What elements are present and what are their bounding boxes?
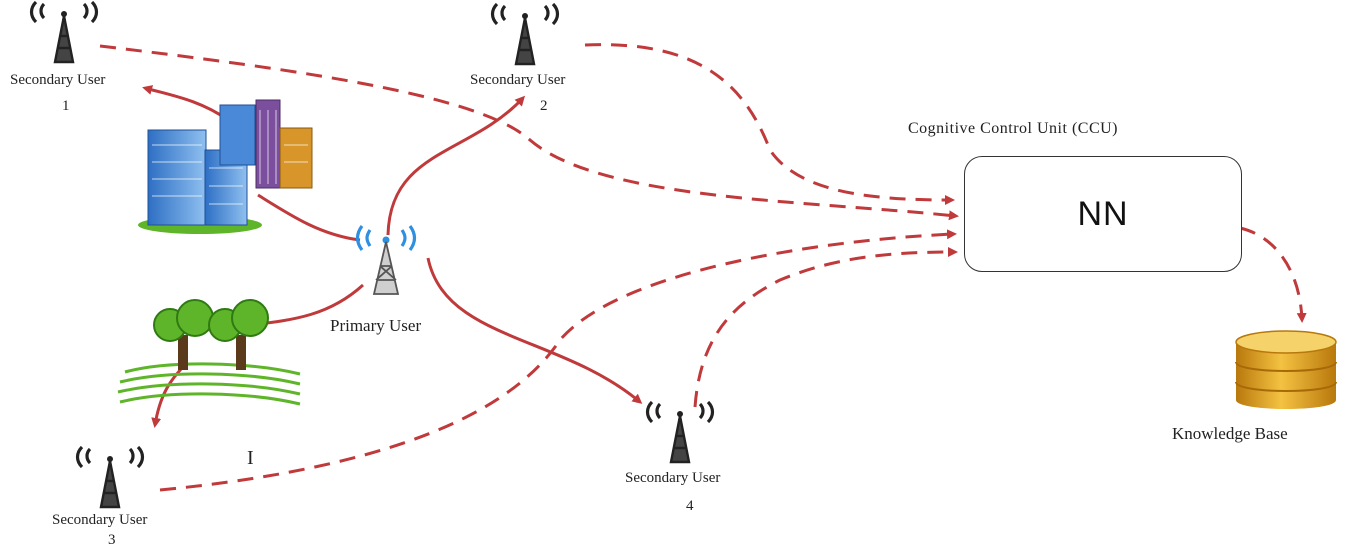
buildings-icon: [138, 99, 313, 234]
primary-tower-icon: [355, 225, 417, 295]
trees-field-icon: [117, 299, 301, 406]
database-icon: [1235, 330, 1337, 409]
su2-number: 2: [540, 98, 548, 114]
ccu-box-text: NN: [1077, 194, 1129, 233]
su3-number: 3: [108, 532, 116, 548]
ccu-title: Cognitive Control Unit (CCU): [908, 120, 1118, 137]
tower-icon-su1: [29, 0, 99, 64]
su4-number: 4: [686, 498, 694, 514]
su1-label: Secondary User: [10, 72, 106, 88]
ccu-box: NN: [964, 156, 1242, 272]
tower-icon-su3: [75, 445, 145, 509]
primary-user-label: Primary User: [330, 316, 422, 335]
link-su3-to-ccu: [159, 229, 957, 492]
su1-number: 1: [62, 98, 70, 114]
link-building-to-su1: [142, 85, 229, 122]
su4-label: Secondary User: [625, 470, 721, 486]
tower-icon-su2: [490, 2, 560, 66]
tower-icon-su4: [645, 400, 715, 464]
link-primary-to-su4: [426, 257, 643, 404]
su2-label: Secondary User: [470, 72, 566, 88]
link-primary-to-su2: [386, 95, 526, 236]
ccu-links: [99, 43, 1307, 492]
link-su2-to-ccu: [584, 43, 955, 205]
stray-marker: I: [247, 447, 254, 469]
su3-label: Secondary User: [52, 512, 148, 528]
link-su1-to-ccu: [99, 44, 959, 221]
link-ccu-to-kb: [1239, 226, 1307, 323]
knowledge-base-label: Knowledge Base: [1172, 424, 1288, 443]
link-primary-to-building: [257, 193, 361, 242]
link-su4-to-ccu: [693, 247, 958, 408]
